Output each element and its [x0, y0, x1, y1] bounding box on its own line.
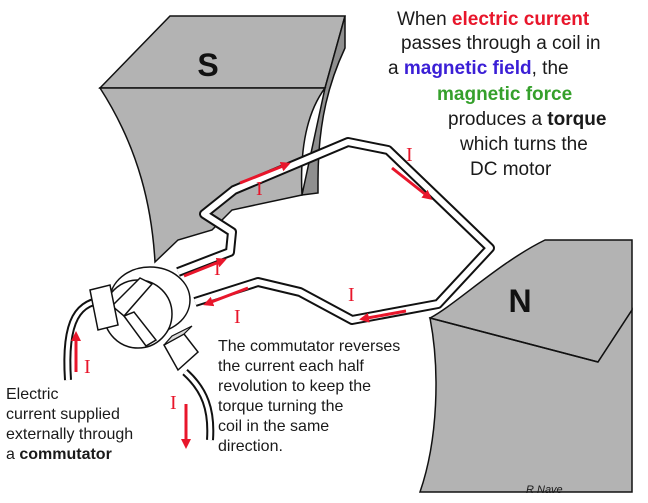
current-label-supply-in: I: [84, 356, 91, 378]
supply-note: Electric current supplied externally thr…: [6, 385, 133, 465]
current-arrow-in: [183, 257, 227, 278]
headline-line-2: passes through a coil in: [401, 33, 601, 54]
north-magnet-edge: [429, 317, 599, 363]
south-magnet-pole-face: [98, 87, 327, 264]
current-arrow-top: [239, 161, 291, 185]
south-magnet-top-face: [98, 15, 346, 89]
headline-magnetic-field: magnetic field: [403, 58, 532, 79]
headline-line-1-prefix: When: [397, 9, 452, 30]
commutator-note-line-5: coil in the same: [218, 418, 330, 435]
supply-note-line-4-prefix: a: [6, 446, 20, 463]
current-label-in: I: [214, 258, 221, 280]
current-arrow-right: [391, 166, 433, 200]
brush-right-top: [163, 325, 193, 346]
commutator-note-line-3: revolution to keep the: [218, 378, 371, 395]
commutator-split: [110, 277, 154, 318]
headline-magnetic-force: magnetic force: [437, 84, 573, 105]
external-current-arrows: [71, 331, 191, 449]
south-magnet: [98, 15, 346, 264]
headline-electric-current: electric current: [451, 9, 590, 30]
north-magnet-front-face: [418, 307, 633, 493]
headline-line-3: a magnetic field, the: [388, 58, 569, 80]
supply-note-line-2: current supplied: [6, 406, 120, 423]
south-magnet-right-face: [301, 15, 346, 196]
headline-line-3-prefix: a: [388, 58, 404, 79]
current-label-top: I: [256, 178, 263, 200]
headline-line-6: which turns the: [460, 134, 588, 155]
current-label-supply-out: I: [170, 392, 177, 414]
headline-line-3-suffix: , the: [531, 58, 569, 79]
current-label-out: I: [234, 306, 241, 328]
supply-note-line-4: a commutator: [6, 445, 133, 465]
current-label-right: I: [406, 144, 413, 166]
supply-note-line-1: Electric: [6, 386, 59, 403]
current-arrow-out: [203, 286, 249, 307]
north-pole-label: N: [508, 283, 531, 319]
commutator-split-lower: [122, 311, 158, 347]
brush-left: [89, 284, 119, 331]
current-arrow-bottom: [359, 309, 407, 323]
commutator: [89, 266, 200, 372]
headline-line-5-prefix: produces a: [448, 109, 548, 130]
south-pole-label: S: [197, 47, 218, 83]
commutator-note-line-6: direction.: [218, 438, 283, 455]
coil-current-arrows: [183, 161, 433, 323]
supply-note-line-3: externally through: [6, 426, 134, 443]
headline-line-5: produces a torque: [448, 109, 606, 131]
credit: R Nave: [526, 484, 563, 496]
current-label-bottom: I: [348, 284, 355, 306]
north-magnet: [418, 239, 633, 493]
headline-line-1: When electric current: [397, 9, 589, 31]
commutator-note-line-2: the current each half: [218, 358, 364, 375]
commutator-note: The commutator reverses the current each…: [218, 337, 400, 457]
supply-note-commutator: commutator: [19, 446, 112, 463]
commutator-note-line-1: The commutator reverses: [218, 338, 401, 355]
headline-torque: torque: [547, 109, 607, 130]
coil: [176, 137, 495, 325]
headline-line-7: DC motor: [470, 159, 552, 180]
commutator-note-line-4: torque turning the: [218, 398, 344, 415]
headline-line-4: magnetic force: [437, 84, 572, 106]
